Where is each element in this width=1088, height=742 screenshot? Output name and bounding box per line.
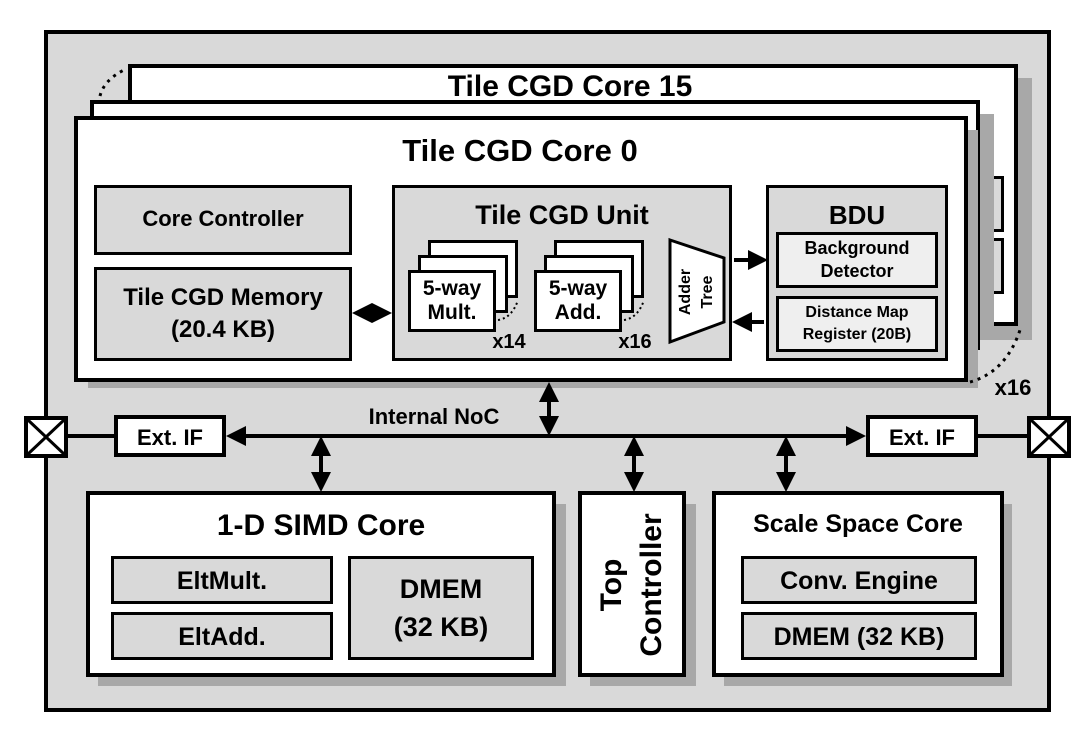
background-detector: Background Detector <box>776 232 938 288</box>
mult-count: x14 <box>492 331 526 353</box>
add-count: x16 <box>618 331 652 353</box>
add-stack-dots <box>623 299 645 321</box>
simd-dmem: DMEM (32 KB) <box>348 556 534 660</box>
five-way-add: 5-way Add. <box>534 270 622 332</box>
top-controller <box>578 491 686 677</box>
conv-engine: Conv. Engine <box>741 556 977 604</box>
tile-cgd-memory: Tile CGD Memory (20.4 KB) <box>94 267 352 361</box>
core15-title: Tile CGD Core 15 <box>447 72 693 100</box>
io-pad-left-x <box>26 418 66 456</box>
io-pad-right-x <box>1029 418 1069 456</box>
adder-tree-label-2: Tree <box>699 275 716 308</box>
adder-tree: Adder Tree <box>668 237 726 345</box>
elt-add: EltAdd. <box>111 612 333 660</box>
core-stack-dots-bottom <box>969 329 1022 384</box>
core-count: x16 <box>994 375 1032 400</box>
adder-tree-label-1: Adder <box>677 269 694 315</box>
mult-stack-dots <box>497 299 519 321</box>
core-controller: Core Controller <box>94 185 352 255</box>
ext-if-right: Ext. IF <box>866 415 978 457</box>
internal-noc-label: Internal NoC <box>368 404 500 429</box>
core-stack-dots-top <box>98 68 125 97</box>
distance-map-register: Distance Map Register (20B) <box>776 296 938 352</box>
ext-if-left: Ext. IF <box>114 415 226 457</box>
core0-title: Tile CGD Core 0 <box>402 133 638 168</box>
five-way-mult: 5-way Mult. <box>408 270 496 332</box>
elt-mult: EltMult. <box>111 556 333 604</box>
scale-dmem: DMEM (32 KB) <box>741 612 977 660</box>
